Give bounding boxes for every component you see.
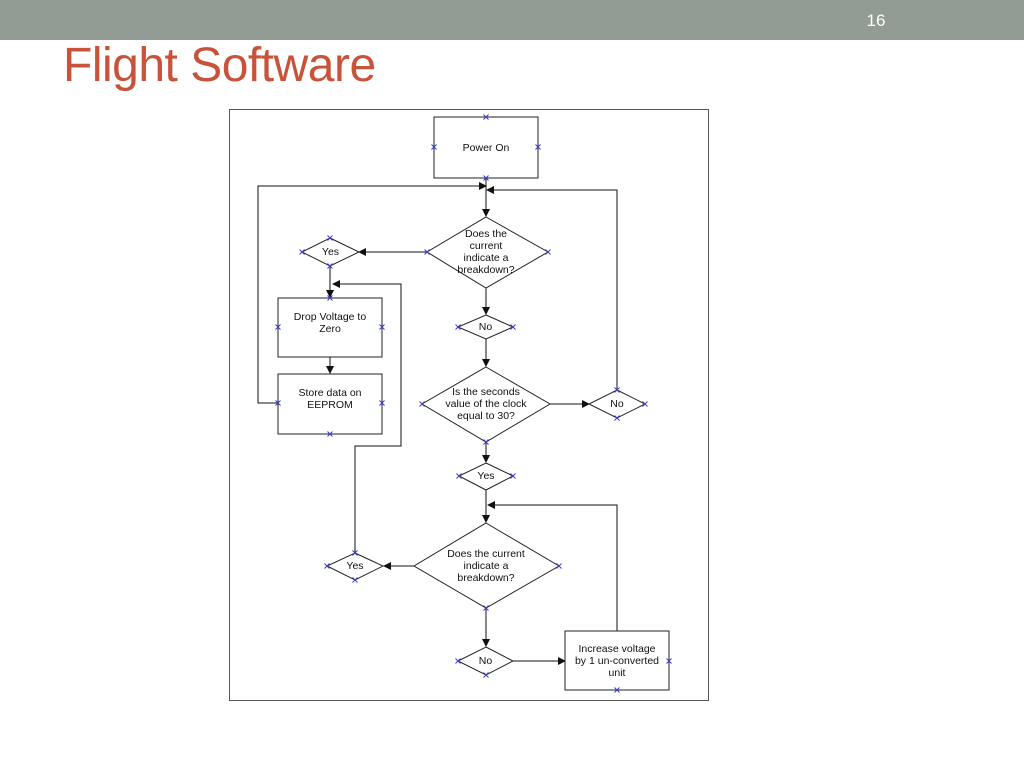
yes-2-label: Yes <box>346 560 364 572</box>
increase-voltage-box <box>564 630 670 691</box>
yes-1-label: Yes <box>321 246 340 258</box>
store-data-box <box>277 373 383 435</box>
connector-yes2-to-drop <box>332 280 402 558</box>
connector-store-loop-back <box>257 182 487 404</box>
connector-lines <box>257 178 618 665</box>
breakdown-decision-2-label: Does the current indicate a breakdown? <box>447 548 525 584</box>
no-diamond-1 <box>456 314 515 340</box>
store-data-label: Store data on EEPROM <box>298 387 362 411</box>
flowchart-diagram: Power On Does the current indicate a bre… <box>229 109 709 701</box>
slide-number: 16 <box>866 11 886 30</box>
connector-noclock-loop-back <box>486 186 618 389</box>
yes-clock-diamond <box>457 462 515 491</box>
header-bar: 16 <box>0 0 1024 40</box>
slide-title: Flight Software <box>63 39 376 92</box>
drop-voltage-label: Drop Voltage to Zero <box>293 311 367 335</box>
drop-voltage-box <box>277 297 383 358</box>
yes-clock-label: Yes <box>477 470 495 482</box>
no-1-label: No <box>478 321 493 333</box>
clock-decision-label: Is the seconds value of the clock equal … <box>445 386 527 422</box>
flowchart-canvas <box>257 114 672 693</box>
no-2-label: No <box>478 655 493 667</box>
flowchart-shapes <box>277 116 670 691</box>
no-clock-label: No <box>610 398 624 410</box>
breakdown-decision-1-label: Does the current indicate a breakdown? <box>457 228 515 276</box>
breakdown-decision-1 <box>426 216 550 289</box>
connector-increase-loop-back <box>487 501 618 631</box>
increase-voltage-label: Increase voltage by 1 un-converted unit <box>574 643 660 679</box>
power-on-label: Power On <box>462 141 510 154</box>
